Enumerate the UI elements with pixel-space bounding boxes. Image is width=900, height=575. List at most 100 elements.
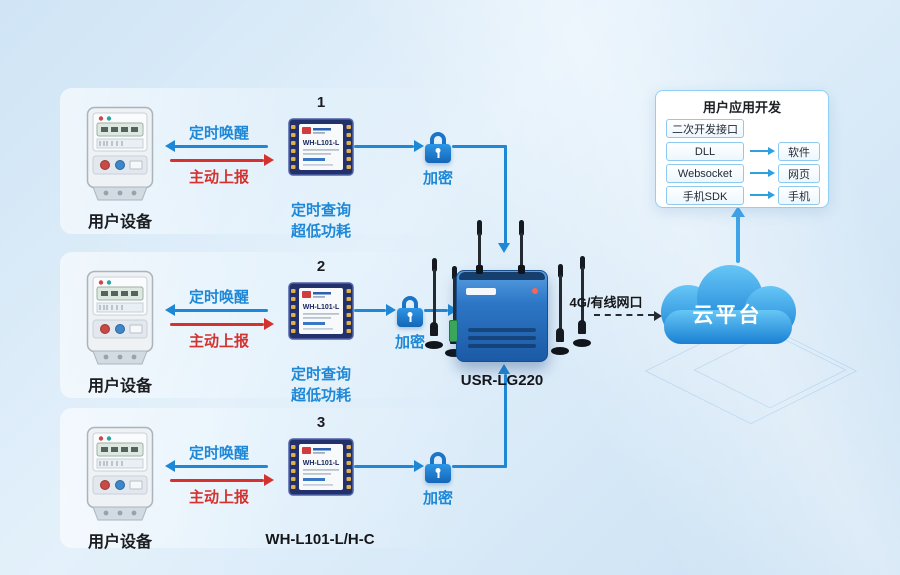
report-arrow-line [170,479,264,482]
energy-meter-icon [86,106,154,201]
lora-module-icon: WH-L101-L [288,282,354,340]
note-line-1: 定时查询 [290,366,351,383]
device-label: 用户设备 [87,534,152,551]
row3-to-gateway-line [504,374,507,468]
gateway-body [456,270,548,362]
mobile-sdk-arrowhead-icon [768,191,775,199]
lock-body [425,464,451,483]
phone-box: 手机 [778,186,820,205]
report-label: 主动上报 [188,489,249,506]
row1-to-gateway-arrowhead-icon [498,243,510,253]
lock-keyhole [435,468,441,478]
api-box: 二次开发接口 [666,119,744,138]
websocket-arrowhead-icon [768,169,775,177]
wake-arrowhead-icon [165,460,175,472]
encrypt-lock-icon [396,296,424,327]
lora-module-icon: WH-L101-L [288,118,354,176]
antenna-icon [424,258,444,350]
dll-box: DLL [666,142,744,161]
module-number: 2 [316,258,326,275]
user-device [86,270,154,371]
report-arrow-line [170,323,264,326]
gateway-label: USR-LG220 [460,372,544,389]
gateway-led-icon [532,288,538,294]
report-label: 主动上报 [188,169,249,186]
gateway-terminal-port [449,320,458,342]
lock-to-gateway-line [452,145,507,148]
report-arrowhead-icon [264,154,274,166]
user-device [86,426,154,527]
cloud-to-app-line [736,215,740,263]
lora-module: WH-L101-L [288,438,354,501]
device-label: 用户设备 [87,214,152,231]
encrypt-label: 加密 [422,170,453,187]
module-number: 3 [316,414,326,431]
lock-keyhole [435,148,441,158]
report-arrow-line [170,159,264,162]
module-to-lock-line [354,309,386,312]
module-to-lock-line [354,145,414,148]
app-box-title: 用户应用开发 [702,100,781,115]
cloud-to-app-arrowhead-icon [731,206,745,217]
power-note: 定时查询 超低功耗 [283,364,359,406]
wake-label: 定时唤醒 [188,125,249,142]
user-device [86,106,154,207]
lock-body [425,144,451,163]
gateway-vent [468,344,536,348]
websocket-arrow-line [750,172,770,174]
lock-keyhole [407,312,413,322]
cloud-platform [642,254,812,363]
report-label: 主动上报 [188,333,249,350]
module-to-lock-arrowhead-icon [414,140,424,152]
lock-body [397,308,423,327]
encrypt-lock-icon [424,452,452,483]
uplink-label: 4G/有线网口 [569,295,643,310]
module-family-label: WH-L101-L/H-C [265,531,375,548]
row-device-1: 用户设备 定时唤醒 主动上报 1 WH-L101-L 定时查询 超低功耗 [0,88,900,240]
energy-meter-icon [86,270,154,365]
module-to-lock-arrowhead-icon [414,460,424,472]
encrypt-label: 加密 [422,490,453,507]
gateway-vent [468,336,536,340]
lock-shackle [430,132,446,146]
lock-to-gateway-line [424,309,448,312]
mobile-sdk-arrow-line [750,194,770,196]
power-note: 定时查询 超低功耗 [283,200,359,242]
row1-to-gateway-line [504,145,507,245]
module-to-lock-line [354,465,414,468]
cloud-label: 云平台 [692,304,762,327]
row3-to-gateway-arrowhead-icon [498,364,510,374]
antenna-icon [572,256,592,348]
module-name: WH-L101-L [303,304,340,311]
row-device-2: 用户设备 定时唤醒 主动上报 2 WH-L101-L 定时查询 超低功耗 [0,252,900,404]
gateway-device [449,270,548,362]
lock-to-gateway-line [452,465,507,468]
device-label: 用户设备 [87,378,152,395]
module-name: WH-L101-L [303,140,340,147]
wake-arrow-line [174,145,268,148]
note-line-1: 定时查询 [290,202,351,219]
mobile-sdk-box: 手机SDK [666,186,744,205]
antenna-icon [474,220,484,274]
lock-shackle [430,452,446,466]
webpage-box: 网页 [778,164,820,183]
gateway-vent [468,328,536,332]
wake-label: 定时唤醒 [188,445,249,462]
wake-arrowhead-icon [165,140,175,152]
report-arrowhead-icon [264,474,274,486]
wake-arrow-line [174,465,268,468]
lora-module: WH-L101-L [288,282,354,345]
gateway-logo [466,288,496,295]
app-development-box: 用户应用开发 二次开发接口 DLL 软件 Websocket 网页 手机SDK … [655,90,829,208]
note-line-2: 超低功耗 [290,223,351,240]
report-arrowhead-icon [264,318,274,330]
lock-shackle [402,296,418,310]
row-device-3: 用户设备 定时唤醒 主动上报 3 WH-L101-L 加密 [0,408,900,560]
cloud-icon [661,265,796,344]
note-line-2: 超低功耗 [290,387,351,404]
antenna-icon [516,220,526,274]
module-name: WH-L101-L [303,460,340,467]
encrypt-label: 加密 [394,334,425,351]
module-number: 1 [316,94,326,111]
